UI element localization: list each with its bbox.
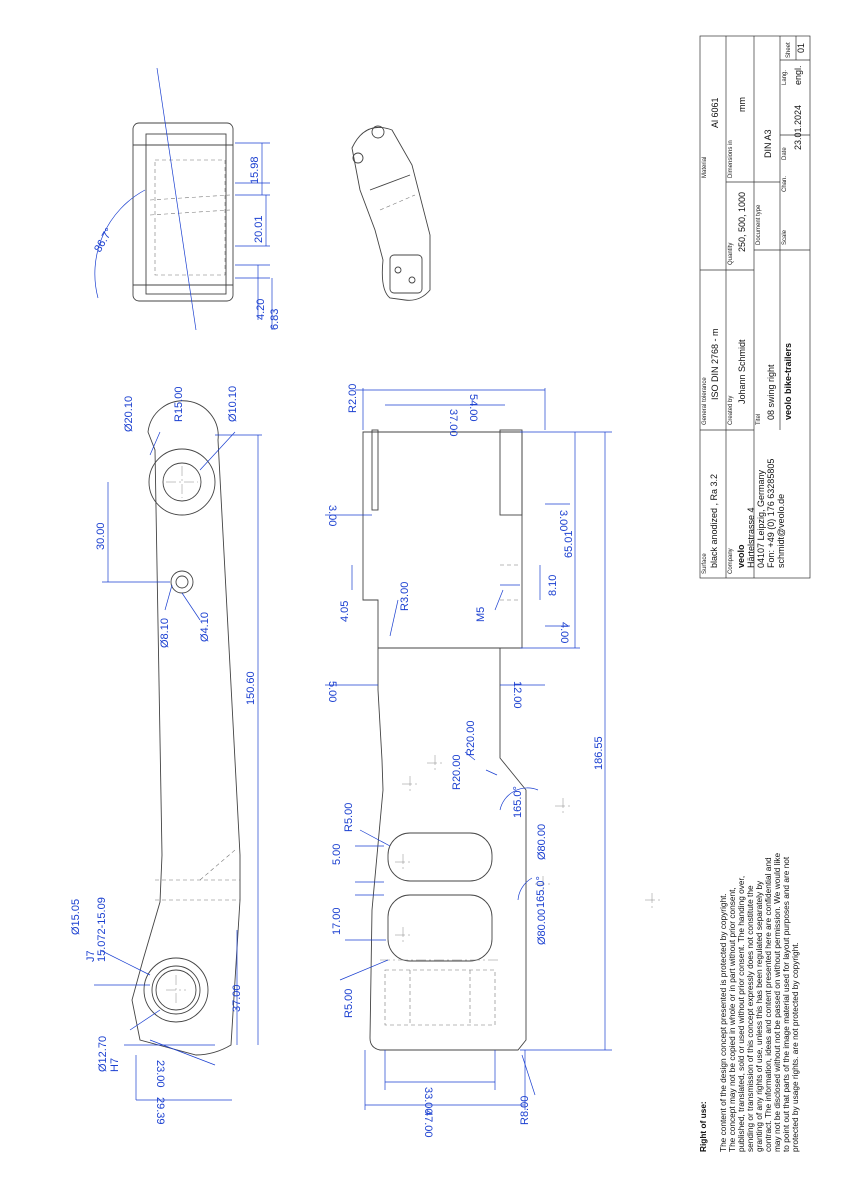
dim-3-a: 3.00 — [326, 505, 338, 526]
company-city: 04107 Leipzig, Germany — [756, 469, 766, 568]
dim-29-39: 29.39 — [154, 1097, 166, 1125]
dim-r-20-b: R20.00 — [465, 721, 477, 756]
dim-17-00: 17.00 — [331, 907, 343, 935]
dim-dia-12-70: Ø12.70 — [97, 1036, 109, 1072]
company-street: Härtelstrasse 4 — [746, 507, 756, 568]
right-of-use-line: contract. The information, ideas and con… — [763, 857, 773, 1152]
dim-54: 54.00 — [467, 394, 479, 422]
dim-r-5-b: R5.00 — [343, 989, 355, 1018]
material-label: Material — [702, 157, 708, 178]
doctype-label: Document type — [756, 204, 762, 245]
dim-4-05: 4.05 — [339, 601, 351, 622]
dim-20-01: 20.01 — [253, 215, 265, 243]
date-label: Date — [782, 147, 788, 160]
dim-angle-165-b: 165.0° — [535, 876, 547, 908]
company-label: Company — [728, 548, 734, 574]
dim-r-8: R8.00 — [519, 1096, 531, 1125]
dim-30: 30.00 — [95, 522, 107, 550]
dim-4-00: 4.00 — [558, 622, 570, 643]
tolerance-value: ISO DIN 2768 - m — [710, 328, 720, 400]
surface-label: Surface — [702, 553, 708, 574]
dim-37: 37.00 — [231, 984, 243, 1012]
right-of-use-line: may not be disclosed without not be pass… — [772, 852, 782, 1152]
chan-label: Chan. — [782, 176, 788, 192]
dim-3-b: 3.00 — [557, 510, 569, 531]
company-name: veolo — [736, 544, 746, 568]
dim-47-00: 47.00 — [422, 1110, 434, 1138]
top-view — [325, 388, 612, 1110]
right-of-use-line: protected by usage rights. are not prote… — [790, 942, 800, 1152]
right-of-use-line: The concept may not be copied in whole o… — [727, 887, 737, 1152]
title-block: Surface black anodized , Ra 3.2 General … — [699, 35, 811, 579]
dim-dia-80-a: Ø80.00 — [536, 824, 548, 860]
dim-r-15: R15.00 — [173, 387, 185, 422]
dim-186-55: 186.55 — [593, 736, 605, 770]
right-of-use-line: The content of the design concept presen… — [718, 893, 728, 1152]
dim-23: 23.00 — [154, 1060, 166, 1088]
dim-m5: M5 — [475, 607, 487, 622]
sheet-label: Sheet — [786, 42, 792, 58]
dim-dia-20-10: Ø20.10 — [123, 396, 135, 432]
company-phone: Fon: +49 (0) 176 63285805 — [766, 459, 776, 568]
dim-j7: J7 — [85, 950, 97, 962]
dim-h7: H7 — [109, 1058, 121, 1072]
dim-15-98: 15.98 — [249, 156, 261, 184]
quantity-label: Quantity — [728, 243, 734, 265]
tolerance-label: General tolerance — [702, 377, 708, 425]
dim-r-2: R2.00 — [347, 384, 359, 413]
right-of-use-heading: Right of use: — [698, 1101, 708, 1152]
date-value: 23.01.2024 — [793, 105, 803, 150]
dim-33-00: 33.00 — [422, 1087, 434, 1115]
dim-4-20: 4.20 — [255, 299, 267, 320]
title-label: Titel — [756, 414, 762, 425]
dim-dia-80-b: Ø80.00 — [536, 909, 548, 945]
dim-r-20-a: R20.00 — [451, 755, 463, 790]
dim-dia-15-05: Ø15.05 — [70, 899, 82, 935]
scale-label: Scale — [782, 229, 788, 245]
surface-value: black anodized , Ra 3.2 — [709, 474, 719, 568]
lang-label: Lang. — [782, 70, 788, 85]
dim-dia-8-10: Ø8.10 — [159, 618, 171, 648]
dim-5-00-b: 5.00 — [331, 844, 343, 865]
dimensions-label: Dimensions in — [728, 140, 734, 178]
sheet-value: 01 — [796, 43, 806, 53]
created-value: Johann Schmidt — [737, 339, 747, 404]
right-of-use-line: sending or transmission of this concept … — [745, 885, 755, 1152]
end-view — [94, 67, 273, 331]
dim-37-b: 37.00 — [447, 409, 459, 437]
right-of-use-line: granting of any rights of use, unless th… — [754, 880, 764, 1152]
dim-5-00: 5.00 — [326, 681, 338, 702]
side-view — [94, 400, 660, 1101]
lang-value: engl. — [793, 65, 803, 85]
dim-angle-165-a: 165.0° — [512, 786, 524, 818]
doctype-value: DIN A3 — [763, 129, 773, 158]
dim-r-5-a: R5.00 — [343, 803, 355, 832]
dim-150-60: 150.60 — [245, 671, 257, 705]
dim-angle-86-7: 86.7° — [92, 226, 115, 254]
dimensions-value: mm — [737, 97, 747, 112]
dim-r-3: R3.00 — [399, 582, 411, 611]
material-value: Al 6061 — [710, 97, 720, 128]
dim-dia-10-10: Ø10.10 — [227, 386, 239, 422]
right-of-use-line: published, translated, sold or used with… — [736, 876, 746, 1152]
title-brand: veolo bike-trailers — [783, 343, 793, 420]
dimension-labels: Ø20.10 R15.00 Ø10.10 30.00 150.60 Ø8.10 … — [70, 156, 605, 1137]
dim-15-072: 15.072-15.09 — [96, 897, 108, 962]
right-of-use-line: to point out that parts of the image mat… — [781, 856, 791, 1152]
right-of-use: Right of use: The content of the design … — [698, 852, 800, 1152]
quantity-value: 250, 500, 1000 — [737, 192, 747, 252]
company-email: schmidt@veolo.de — [776, 494, 786, 568]
dim-6-83: 6.83 — [269, 309, 281, 330]
created-label: Created by — [728, 396, 734, 425]
dim-12-00: 12.00 — [511, 681, 523, 709]
dim-dia-4-10: Ø4.10 — [199, 612, 211, 642]
isometric-view — [351, 125, 431, 301]
dim-8-10: 8.10 — [547, 575, 559, 596]
dim-65-01: 65.01 — [563, 530, 575, 558]
title-value: 08 swing right — [766, 364, 776, 420]
